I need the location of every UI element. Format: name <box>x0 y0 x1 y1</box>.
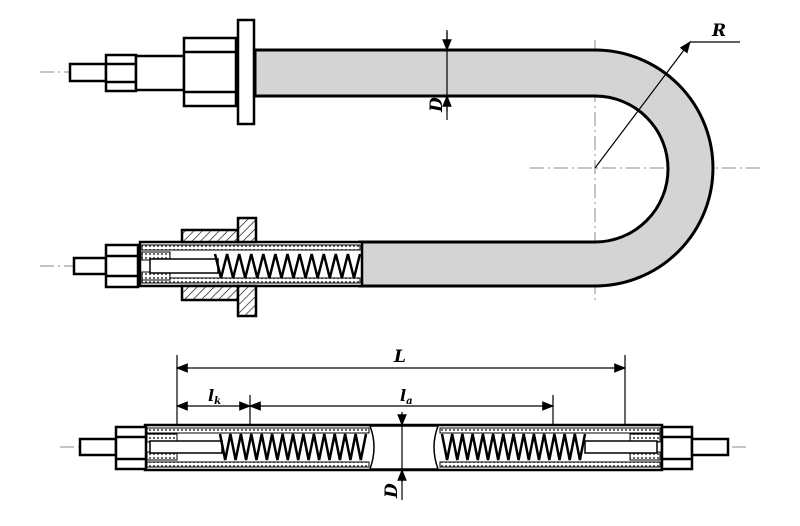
active-length-label: la <box>400 386 413 407</box>
straight-heater-element <box>78 423 730 472</box>
dimension-lines <box>175 30 740 500</box>
heating-spring-left <box>218 433 368 461</box>
contact-length-label: lk <box>208 386 221 407</box>
heating-spring-right <box>440 433 587 461</box>
diameter-label-top: D <box>427 97 447 113</box>
radius-label: R <box>711 21 726 41</box>
total-length-label: L <box>393 347 406 367</box>
diameter-label-bottom: D <box>382 483 402 499</box>
u-tube-body <box>253 48 715 288</box>
bottom-terminal-cutaway <box>72 216 364 318</box>
top-terminal-fitting <box>68 18 256 126</box>
heating-spring-upper-unit <box>213 253 362 279</box>
